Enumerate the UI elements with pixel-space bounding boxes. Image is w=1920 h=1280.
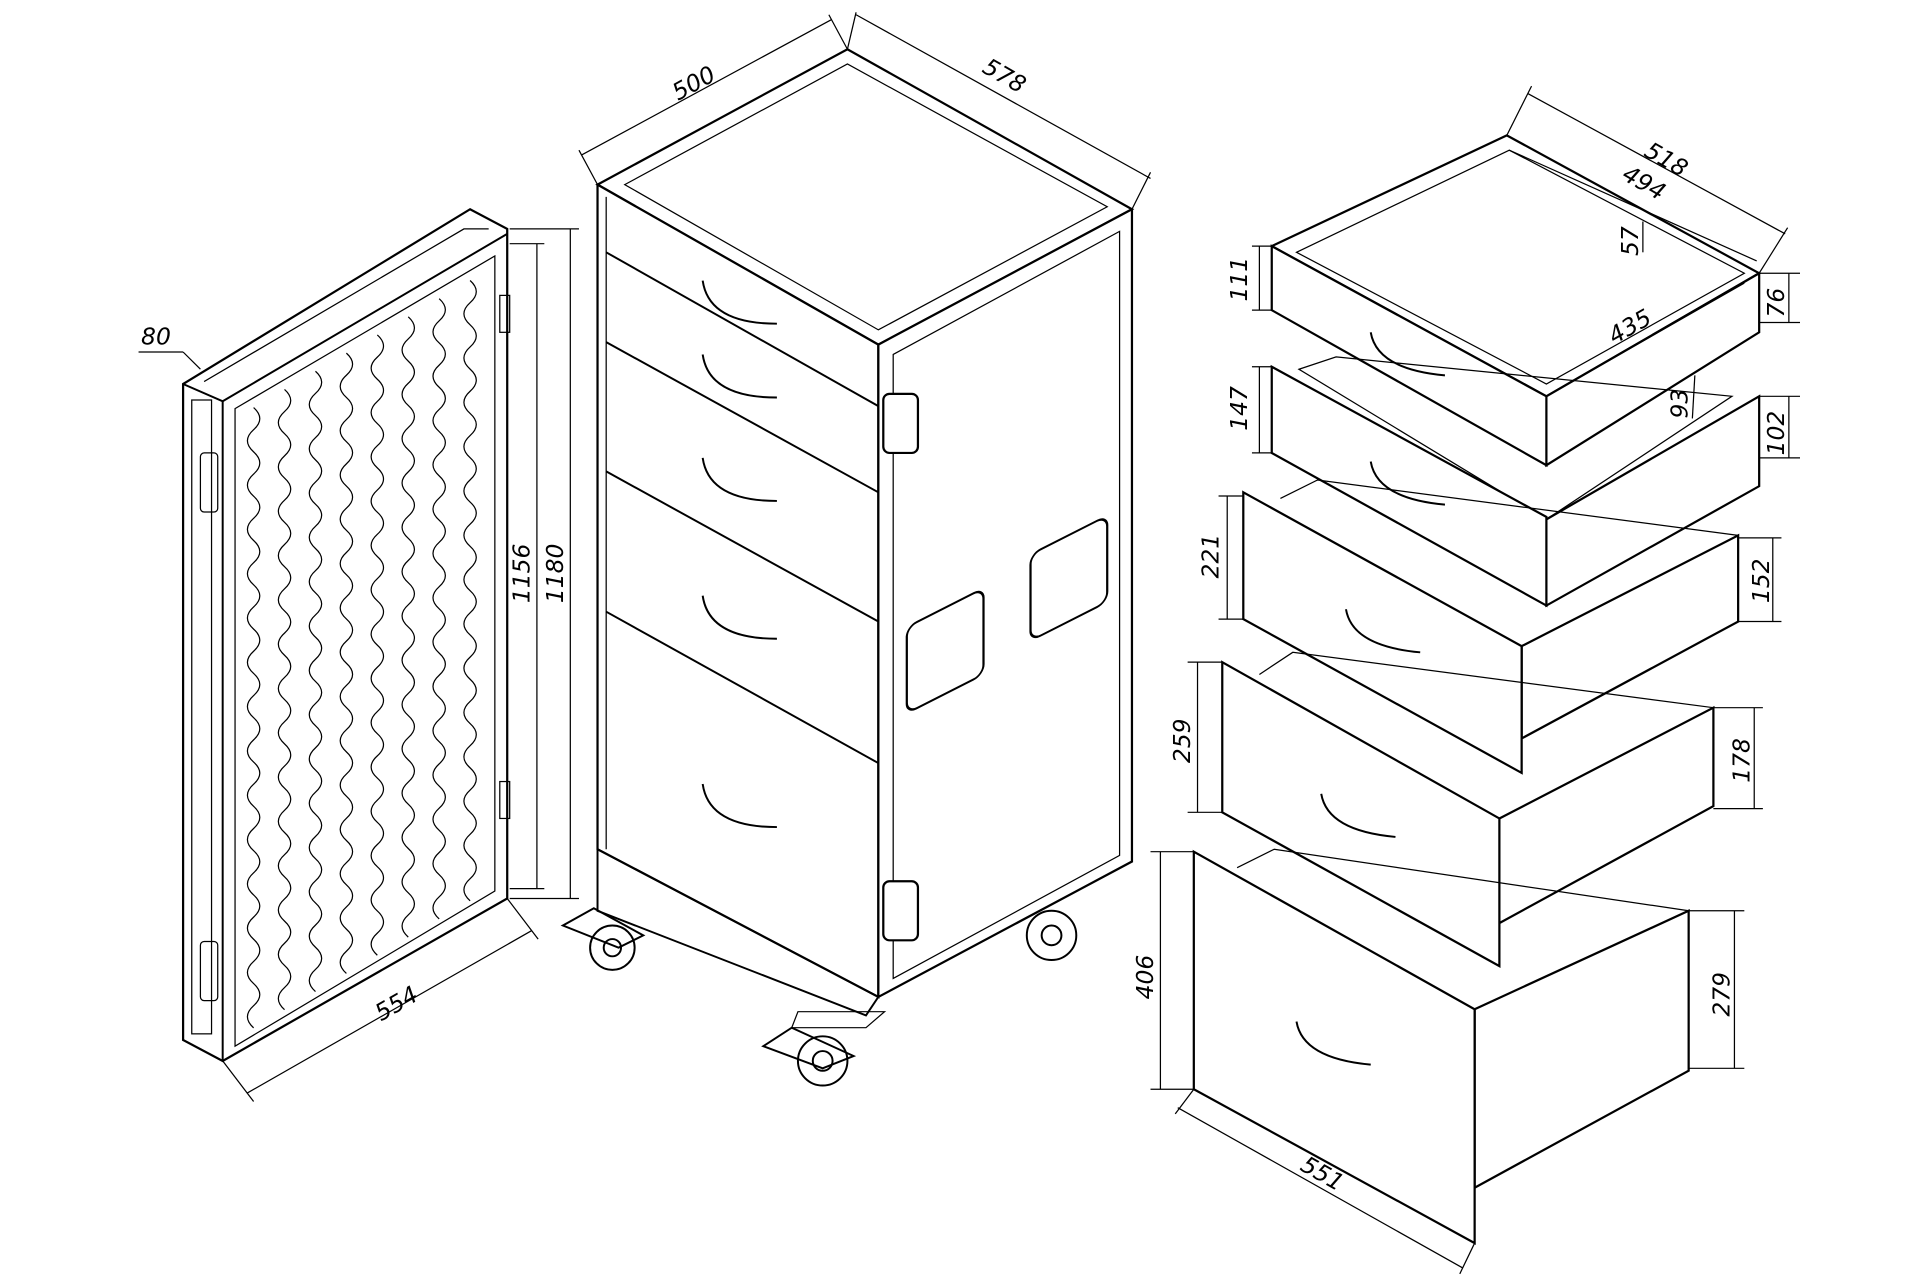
foam-wave-column [432, 298, 446, 920]
foam-wave-column [401, 316, 416, 938]
door-thickness-label: 80 [141, 323, 171, 351]
foam-wave-column [308, 370, 323, 993]
drawer-1-inner-height-label: 57 [1616, 226, 1644, 256]
foam-wave-column [339, 352, 354, 974]
foam-pattern [246, 280, 477, 1029]
drawer-3-front-height-label: 221 [1197, 534, 1225, 579]
drawer-1 [1269, 134, 1762, 468]
door-outer-height-label: 1180 [541, 544, 569, 604]
drawer-5-box-height-label: 279 [1707, 972, 1735, 1017]
foam-wave-column [370, 334, 385, 956]
drawer-5-front-height-label: 406 [1131, 955, 1159, 1000]
door-panel [181, 207, 511, 1063]
drawer-4 [1221, 651, 1715, 969]
cabinet-width-label: 500 [667, 60, 720, 106]
drawer-2-box-height-label: 102 [1762, 411, 1790, 456]
foam-wave-column [277, 388, 292, 1011]
foam-wave-column [246, 407, 261, 1029]
drawer-2-front-height-label: 147 [1225, 386, 1253, 431]
drawer-3 [1242, 479, 1740, 775]
cabinet [560, 47, 1135, 1087]
drawer-dimensions [1150, 85, 1800, 1275]
drawer-1-front-height-label: 111 [1225, 257, 1253, 302]
drawer-2-inner-height-label: 93 [1665, 389, 1693, 419]
foam-wave-column [463, 280, 477, 902]
drawer-4-box-height-label: 178 [1727, 738, 1755, 783]
drawer-2 [1270, 356, 1761, 608]
drawer-1-box-height-label: 76 [1762, 288, 1790, 318]
drawer-4-front-height-label: 259 [1168, 718, 1196, 763]
cabinet-depth-label: 578 [978, 52, 1031, 99]
drawer-3-box-height-label: 152 [1747, 558, 1775, 603]
door-inner-height-label: 1156 [507, 544, 535, 604]
door-width-label: 554 [370, 980, 423, 1027]
drawer-handles [701, 280, 777, 829]
drawers [1192, 134, 1762, 1245]
caster-wheels [560, 907, 1078, 1087]
